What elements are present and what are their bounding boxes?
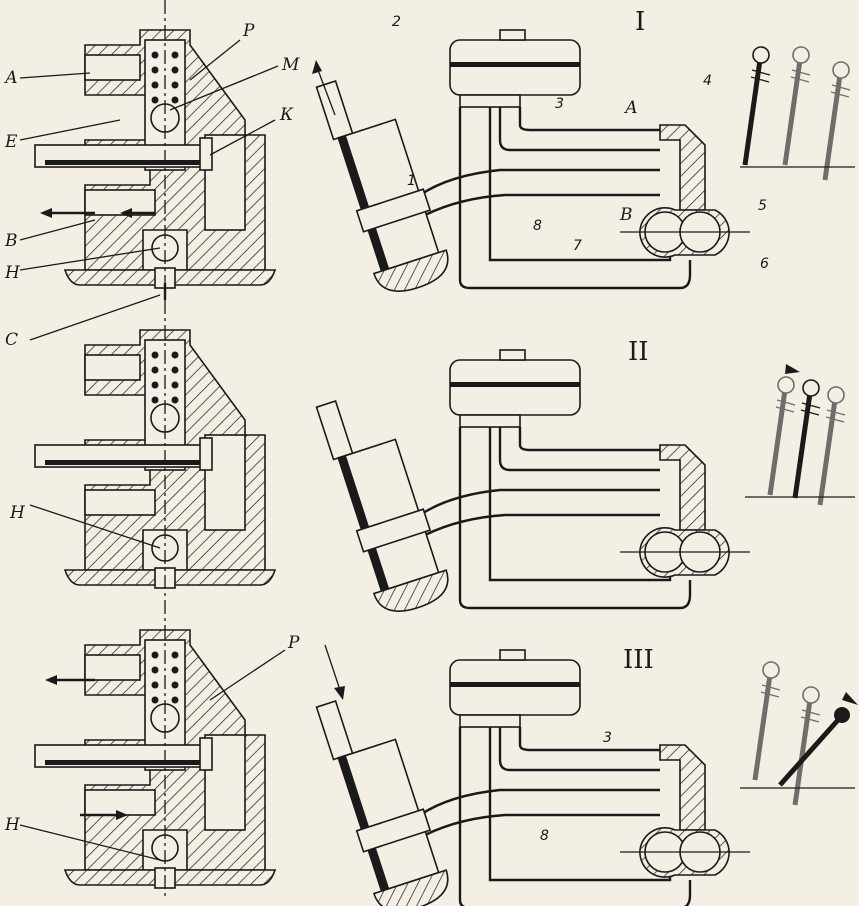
pump-assembly-2: [312, 348, 752, 621]
panel-2: С Н II: [5, 299, 855, 621]
valve-section-2: [34, 299, 276, 601]
panel-1: А Р М Е К В Н I 2 3 4 1 А 5 8 В 7 6: [4, 0, 855, 341]
label-3: 3: [555, 96, 564, 112]
label-N: Н: [4, 263, 21, 283]
label-K: К: [279, 105, 294, 125]
leader-lines: [19, 39, 279, 341]
label-M: М: [281, 55, 300, 75]
label-6: 6: [760, 256, 769, 272]
arrows: [40, 60, 336, 300]
label-V: В: [4, 231, 18, 251]
panel-3: Р Н III 3 8: [4, 599, 858, 906]
levers: [745, 364, 855, 505]
label-N-2: Н: [9, 503, 26, 523]
levers: [740, 47, 855, 180]
label-E: Е: [4, 132, 18, 152]
valve-section-3: [34, 599, 276, 901]
label-V-pump: В: [619, 205, 633, 225]
pump-assembly-1: [312, 28, 752, 301]
label-P: Р: [242, 21, 255, 41]
arrows: [45, 644, 345, 820]
label-P-3: Р: [287, 633, 300, 653]
label-2: 2: [392, 14, 401, 30]
label-1: 1: [407, 173, 416, 189]
label-C: С: [5, 330, 18, 350]
mode-label-1: I: [635, 7, 645, 37]
label-A: А: [4, 68, 18, 88]
label-5: 5: [758, 198, 767, 214]
label-N-3: Н: [4, 815, 21, 835]
label-4: 4: [703, 73, 712, 89]
pump-assembly-3: [312, 648, 752, 906]
mode-label-2: II: [628, 337, 649, 367]
levers: [740, 662, 858, 805]
label-8-iii: 8: [540, 828, 549, 844]
label-A-pump: А: [624, 98, 638, 118]
label-3-iii: 3: [603, 730, 612, 746]
mode-label-3: III: [623, 645, 654, 675]
valve-section-1: [34, 0, 276, 301]
label-8: 8: [533, 218, 542, 234]
label-7: 7: [573, 238, 582, 254]
